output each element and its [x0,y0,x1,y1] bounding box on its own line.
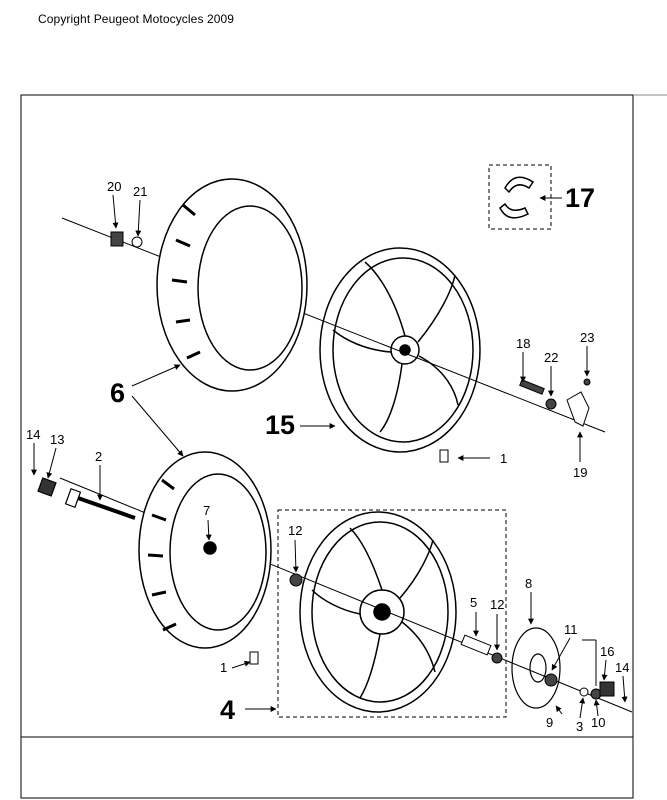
label-15: 15 [265,410,295,440]
label-3: 3 [576,719,583,734]
rear-rim [319,247,481,453]
label-20: 20 [107,179,121,194]
label-7: 7 [203,503,210,518]
leader-lines [31,194,628,719]
front-tire [138,451,272,649]
copyright-text: Copyright Peugeot Motocycles 2009 [38,12,235,26]
label-16: 16 [600,644,614,659]
label-4: 4 [220,695,235,725]
label-11: 11 [564,622,578,637]
part-labels: 20 21 17 6 15 18 22 23 19 1 14 13 2 7 12… [26,179,629,734]
label-14-left: 14 [26,427,40,442]
small-parts [110,231,615,700]
label-17: 17 [565,183,595,213]
axle-lines [59,217,633,713]
brake-disc [511,627,561,709]
label-12-right: 12 [490,597,504,612]
label-21: 21 [133,184,147,199]
front-axle [37,477,136,520]
label-2: 2 [95,449,102,464]
diagram-frame [20,94,667,799]
label-18: 18 [516,336,530,351]
label-8: 8 [525,576,532,591]
label-23: 23 [580,330,594,345]
label-22: 22 [544,350,558,365]
label-6: 6 [110,378,125,408]
label-1-top: 1 [500,451,507,466]
brake-shoe-icon [499,176,535,219]
front-rim [299,511,457,713]
label-13: 13 [50,432,64,447]
label-5: 5 [470,595,477,610]
label-19: 19 [573,465,587,480]
rear-tire [156,178,308,392]
dashed-boxes [277,164,552,718]
label-9: 9 [546,715,553,730]
label-14-right: 14 [615,660,629,675]
label-12-left: 12 [288,523,302,538]
label-1-bottom: 1 [220,660,227,675]
label-10: 10 [591,715,605,730]
